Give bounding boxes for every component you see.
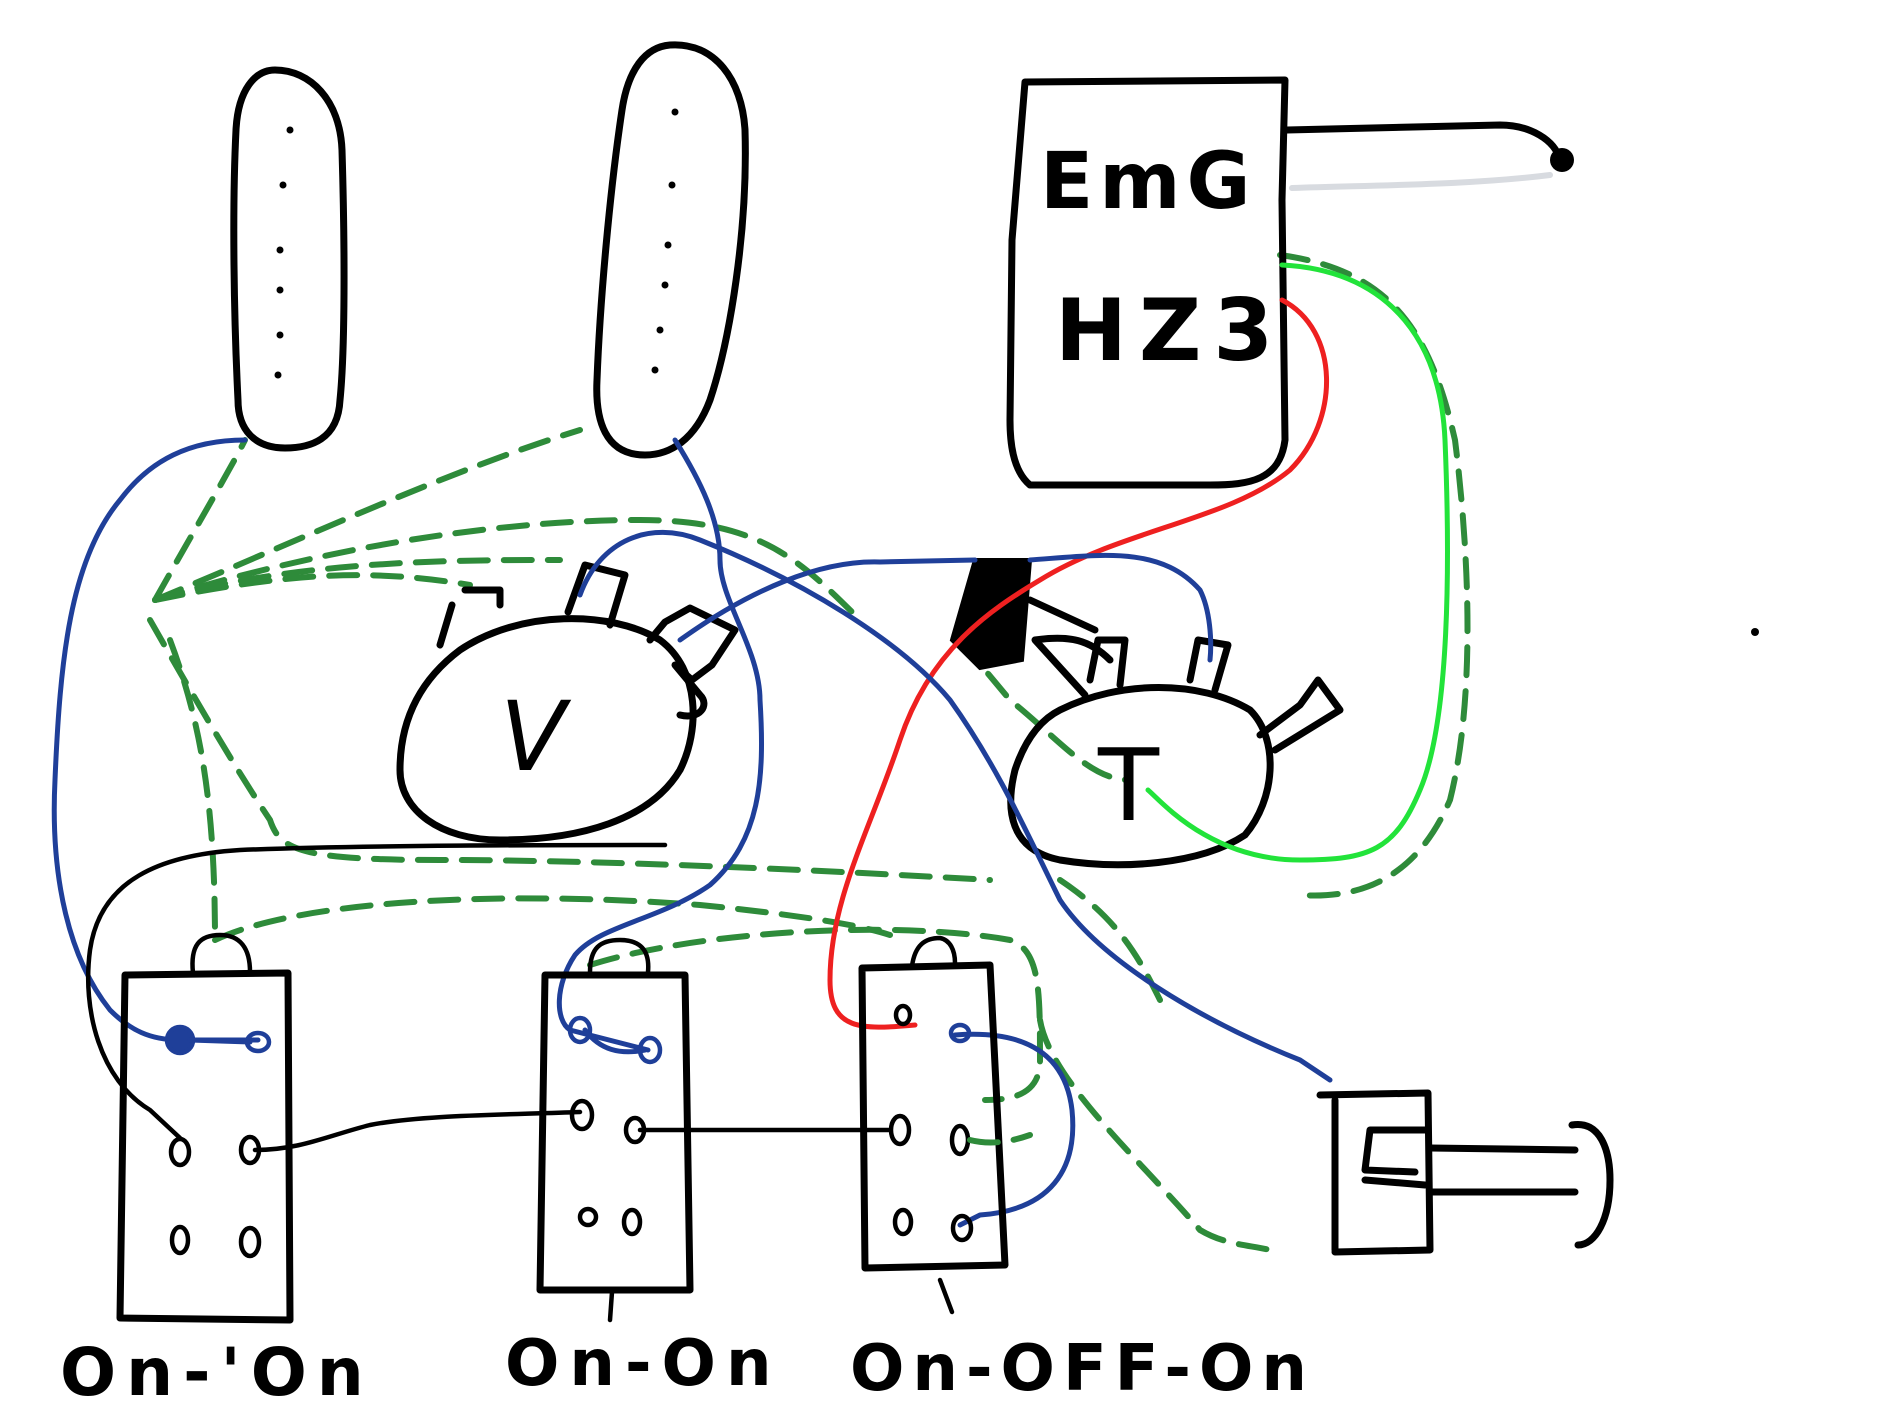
- switch-2-lugs: [567, 1015, 663, 1237]
- red-hot-wire: [827, 297, 1329, 1030]
- emg-brand-label: EmG: [1040, 137, 1257, 227]
- switch-3-lugs: [888, 1003, 974, 1243]
- middle-pickup-poles: [651, 108, 679, 374]
- switch-2: [536, 937, 694, 1323]
- middle-pickup: [593, 41, 749, 459]
- switch-1-label: On-'On: [60, 1334, 374, 1411]
- tone-pot-label: T: [1097, 727, 1160, 844]
- stray-dot: [1751, 628, 1759, 636]
- neck-pickup-poles: [274, 126, 294, 379]
- emg-model-label: HZ3: [1055, 281, 1285, 381]
- output-jack: [1316, 1089, 1614, 1256]
- black-wires: [85, 842, 893, 1153]
- green-wire: [1145, 262, 1450, 863]
- switch-2-label: On-On: [505, 1327, 782, 1401]
- switch-1: [116, 932, 294, 1324]
- volume-pot-label: V: [500, 681, 572, 793]
- blue-wires: [51, 437, 1333, 1228]
- emg-pickup-box: EmG HZ3: [1006, 76, 1289, 489]
- volume-pot: V: [396, 561, 739, 844]
- cable-end-dot: [1550, 148, 1574, 172]
- switch-3-label: On-OFF-On: [850, 1332, 1315, 1406]
- neck-pickup: [230, 66, 348, 452]
- emg-output-cable: [1283, 121, 1574, 191]
- tone-pot: T: [1007, 634, 1344, 869]
- switch-3: [858, 935, 1033, 1315]
- switch-1-lugs: [164, 1024, 272, 1259]
